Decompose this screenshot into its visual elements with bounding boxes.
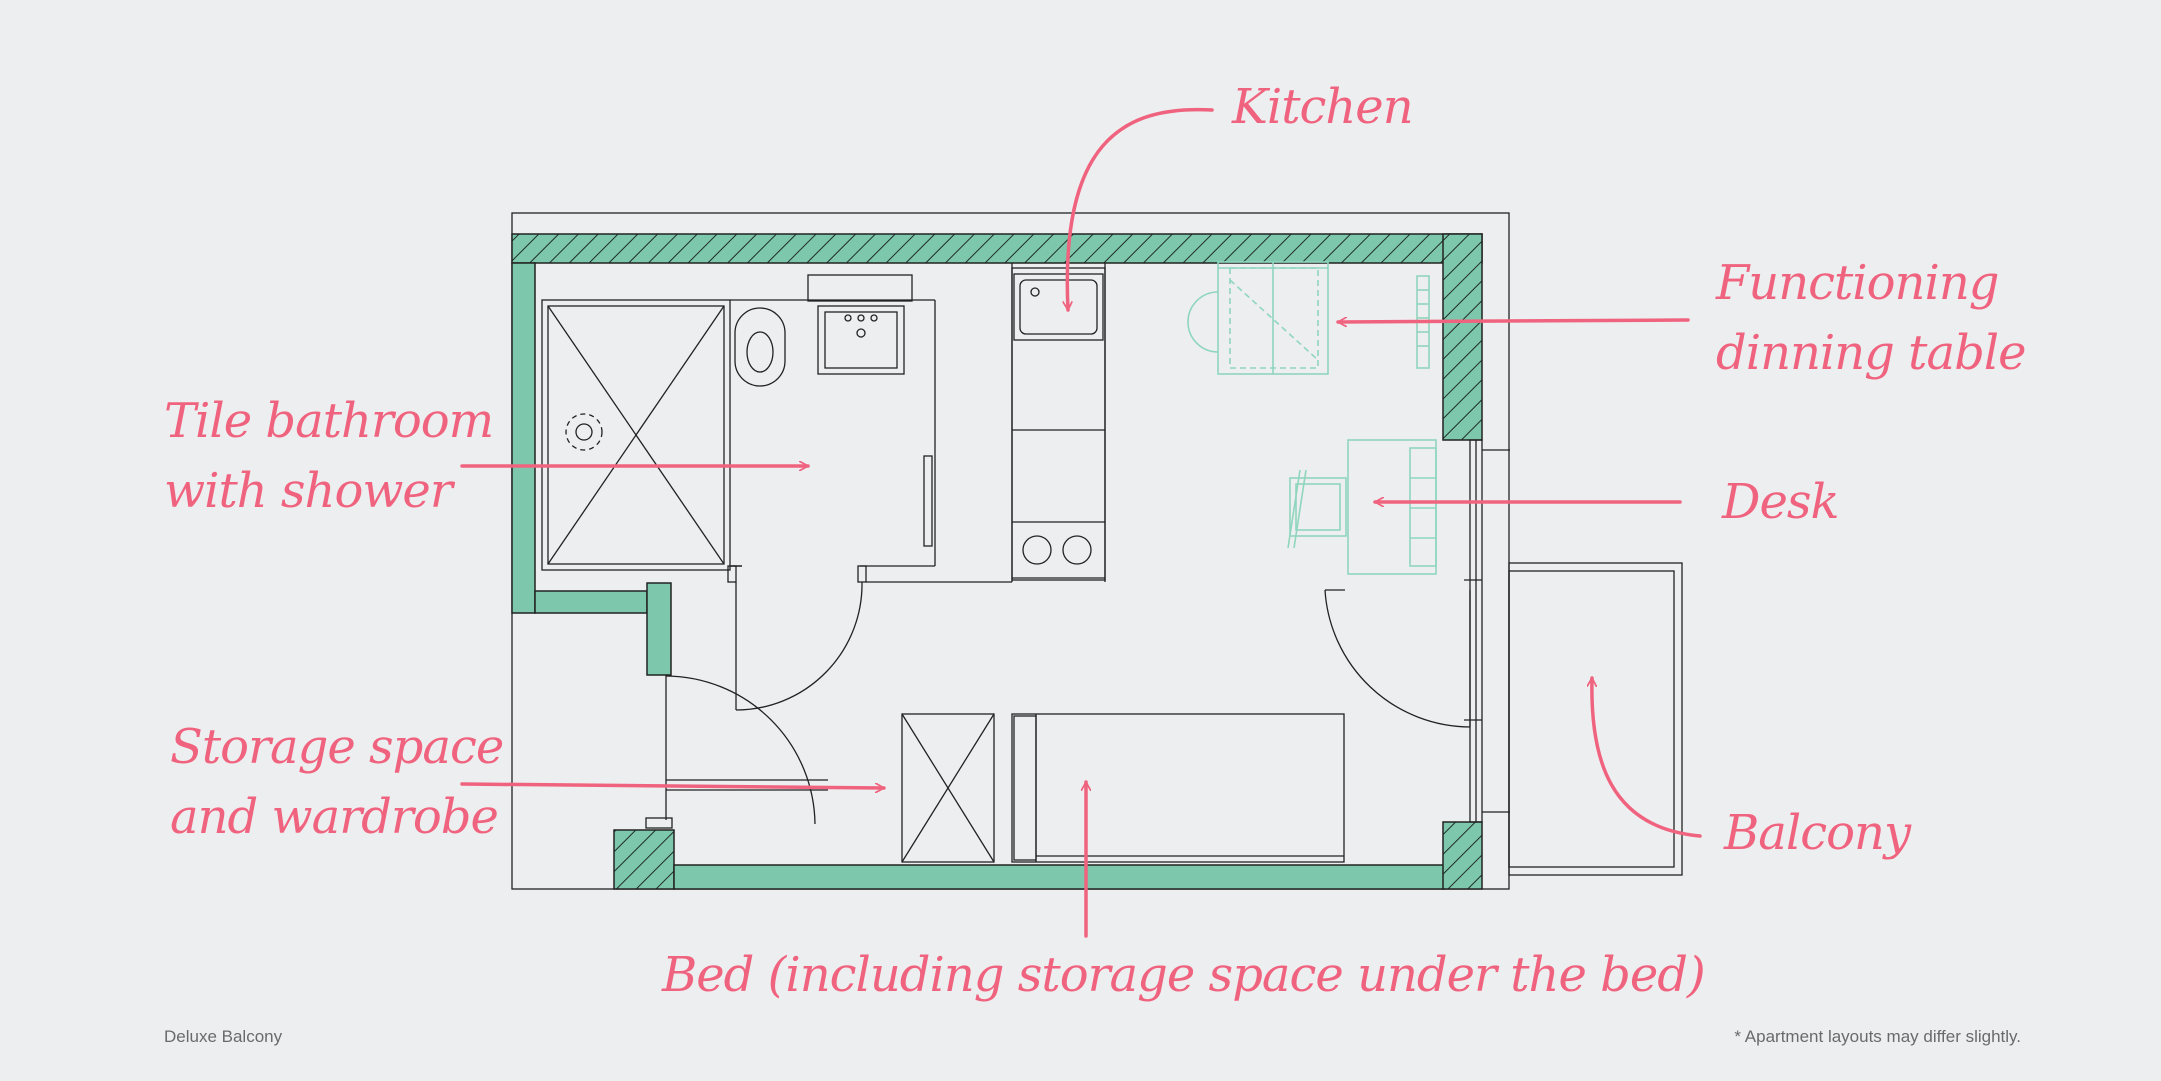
kitchen-label: Kitchen [1232,79,1414,135]
toilet [734,307,786,387]
desk-label: Desk [1722,474,1840,530]
left-wall [511,262,536,614]
balcony-label: Balcony [1724,805,1911,861]
shower-tray [541,299,731,571]
bathroom-bottom-wall [534,590,648,614]
storage-label: Storage space and wardrobe [170,712,504,852]
annotation-arrows [460,107,1702,938]
bathroom [541,274,936,711]
dining-table-label-line-1: Functioning [1716,255,1999,311]
entrance-door [1324,589,1471,728]
shower-drain [575,423,593,441]
kitchen-unit [1011,267,1106,581]
bathroom-label-line-2: with shower [164,463,453,519]
bed [1011,713,1345,863]
bottom-left-pillar [613,829,675,890]
window-frames [1464,439,1510,823]
layout-name: Deluxe Balcony [164,1027,283,1046]
kitchen-sink [1013,273,1104,341]
bottom-right-pillar [1442,821,1483,890]
arrow-balcony [1592,676,1702,838]
bathroom-label: Tile bathroom with shower [164,386,494,526]
storage-label-line-2: and wardrobe [170,789,499,845]
dining-table-label: Functioning dinning table [1716,248,2027,388]
arrow-kitchen [1067,107,1214,312]
hob-left [1022,535,1052,565]
bathroom-label-line-1: Tile bathroom [164,393,494,449]
walls [511,212,1510,890]
hob-right [1062,535,1092,565]
balcony [1508,562,1683,876]
storage-label-line-1: Storage space [170,719,504,775]
arrow-dining [1336,320,1690,322]
desk-furniture [1287,439,1437,575]
arrow-storage [460,782,886,788]
dining-table [1187,261,1430,375]
bed-label: Bed (including storage space under the b… [662,947,1706,1003]
dining-table-label-line-2: dinning table [1716,325,2027,381]
storage-side-wall [646,582,672,676]
top-wall [511,233,1483,264]
sink-cabinet [807,274,913,302]
disclaimer: * Apartment layouts may differ slightly. [1734,1027,2021,1046]
right-wall-upper [1442,233,1483,441]
wardrobe [645,675,995,863]
bathroom-sink [817,305,905,375]
bottom-wall [673,864,1445,890]
